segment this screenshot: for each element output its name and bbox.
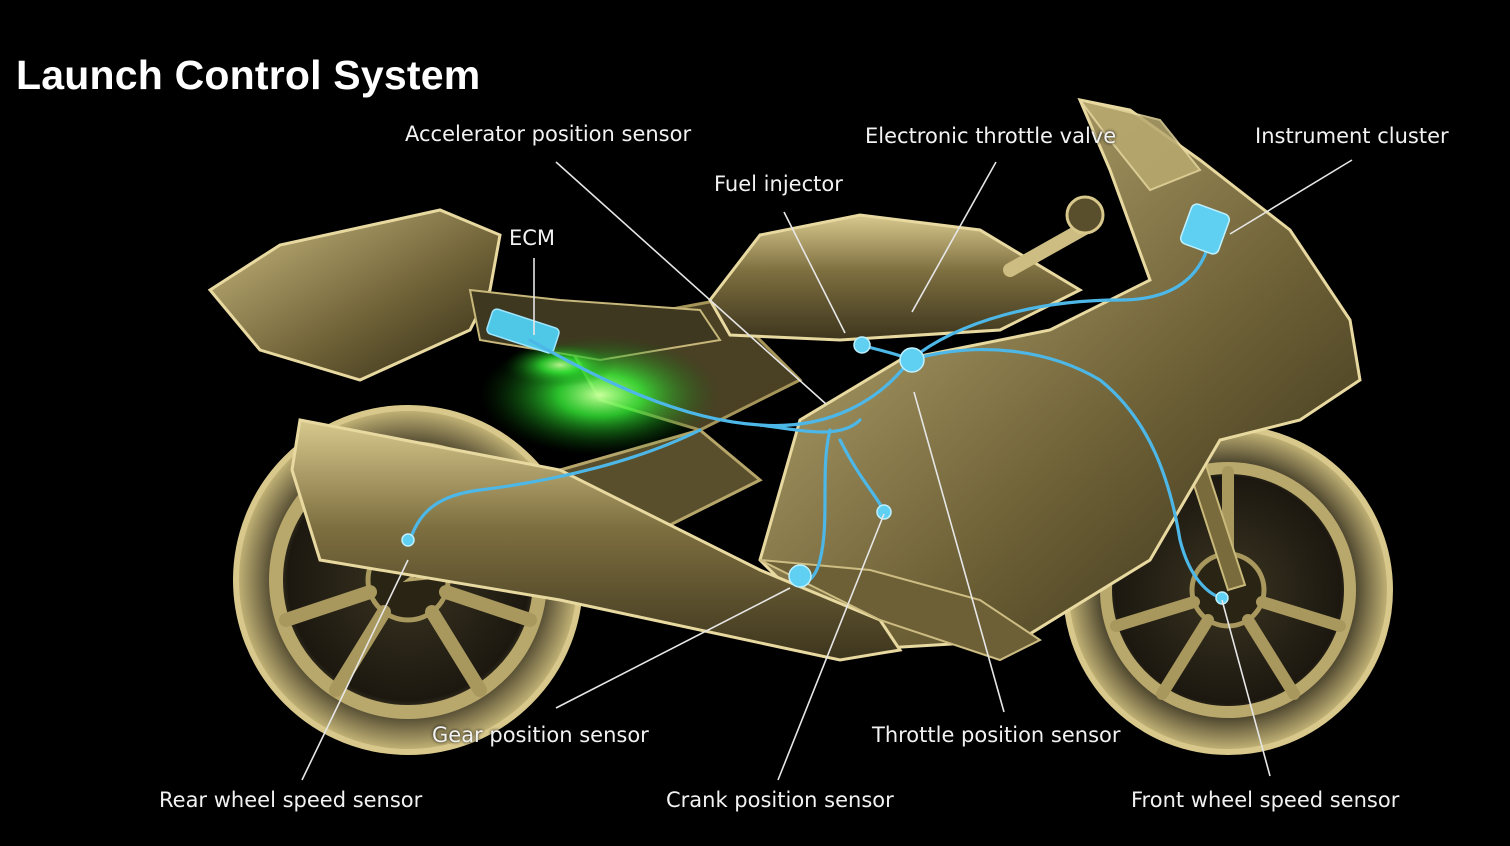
label-fuel-injector: Fuel injector xyxy=(714,172,843,196)
label-electronic-throttle-valve: Electronic throttle valve xyxy=(865,124,1117,148)
leader-front-wheel xyxy=(1221,599,1271,777)
leader-gear xyxy=(555,587,791,709)
leader-instrument xyxy=(1229,159,1353,235)
label-front-wheel-speed-sensor: Front wheel speed sensor xyxy=(1131,788,1400,812)
label-ecm: ECM xyxy=(509,226,556,250)
label-accelerator-position-sensor: Accelerator position sensor xyxy=(405,122,692,146)
leader-fuel-injector xyxy=(783,211,846,334)
label-instrument-cluster: Instrument cluster xyxy=(1255,124,1449,148)
handlebar xyxy=(1003,195,1105,277)
belly-pan xyxy=(759,559,1042,662)
fuel-tank xyxy=(708,213,1084,342)
leader-crank xyxy=(777,513,885,781)
sensor-nodes xyxy=(401,203,1231,605)
label-gear-position-sensor: Gear position sensor xyxy=(432,723,649,747)
windscreen xyxy=(1077,98,1202,192)
label-throttle-position-sensor: Throttle position sensor xyxy=(872,723,1121,747)
exhaust xyxy=(290,418,903,662)
leader-accelerator xyxy=(555,161,827,405)
page-title: Launch Control System xyxy=(16,52,481,98)
tail-section xyxy=(207,208,502,382)
ecm-unit xyxy=(486,308,560,354)
leader-throttle-position xyxy=(913,391,1005,713)
leader-throttle-valve xyxy=(911,161,997,313)
label-crank-position-sensor: Crank position sensor xyxy=(666,788,894,812)
leader-rear-wheel xyxy=(301,559,409,781)
label-rear-wheel-speed-sensor: Rear wheel speed sensor xyxy=(159,788,423,812)
wiring-harness xyxy=(408,238,1224,600)
leader-lines xyxy=(301,159,1353,781)
